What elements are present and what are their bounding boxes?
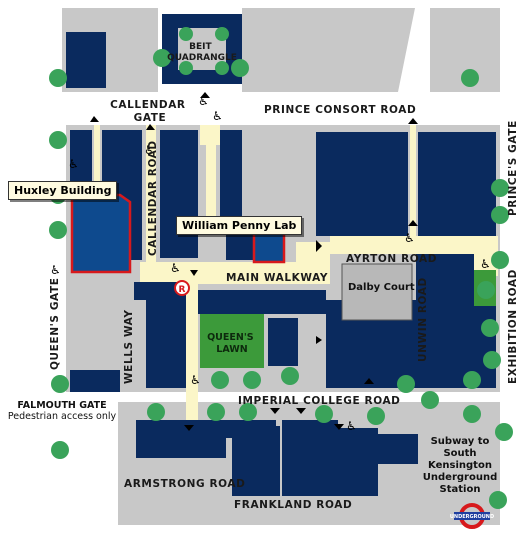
road-frankland: FRANKLAND ROAD (234, 499, 352, 511)
queens-lawn-label: QUEEN'S LAWN (207, 332, 257, 355)
falmouth-gate-title: FALMOUTH GATE (17, 400, 107, 411)
underground-logo-text: UNDERGROUND (450, 514, 494, 520)
falmouth-gate-access: Pedestrian access only (7, 411, 117, 422)
svg-text:♿: ♿ (144, 143, 155, 157)
svg-text:♿: ♿ (50, 263, 61, 277)
building (66, 32, 106, 88)
road-queens-gate: QUEEN'S GATE (49, 278, 61, 370)
campus-buildings (70, 130, 496, 392)
subway-note: Subway to South Kensington Underground S… (422, 436, 498, 495)
road-exhibition: EXHIBITION ROAD (507, 269, 519, 384)
svg-text:♿: ♿ (68, 157, 79, 171)
svg-text:♿: ♿ (346, 419, 357, 433)
huxley-building-callout[interactable]: Huxley Building (8, 181, 118, 200)
road-armstrong: ARMSTRONG ROAD (124, 478, 245, 490)
callendar-gate-label: CALLENDAR GATE (110, 99, 190, 124)
tree-icons (49, 27, 513, 509)
beit-quadrangle-label: BEIT QUADRANGLE (167, 42, 237, 63)
queens-lawn (200, 314, 264, 368)
road-prince-consort: PRINCE CONSORT ROAD (264, 104, 416, 116)
svg-text:♿: ♿ (480, 257, 491, 271)
william-penny-lab-callout[interactable]: William Penny Lab (176, 216, 303, 235)
entrance-arrow-icon (90, 92, 418, 431)
svg-text:♿: ♿ (198, 94, 209, 108)
underground-logo-icon: UNDERGROUND (450, 503, 494, 529)
dalby-court-label: Dalby Court (348, 282, 415, 293)
svg-text:♿: ♿ (212, 109, 223, 123)
south-buildings (136, 420, 418, 496)
dalby-court (341, 263, 413, 321)
reception-label: R (179, 285, 186, 295)
road-main-walkway: MAIN WALKWAY (226, 272, 328, 284)
road-unwin: UNWIN ROAD (417, 277, 429, 362)
road-imperial-college: IMPERIAL COLLEGE ROAD (238, 395, 401, 407)
svg-text:♿: ♿ (404, 231, 415, 245)
road-callendar: CALLENDAR ROAD (147, 140, 159, 256)
road-ayrton: AYRTON ROAD (346, 253, 437, 265)
huxley-building[interactable] (70, 193, 132, 274)
reception-icon[interactable]: R (174, 280, 190, 296)
road-wells-way: WELLS WAY (123, 309, 135, 384)
falmouth-gate-note: FALMOUTH GATE Pedestrian access only (6, 400, 118, 422)
svg-text:♿: ♿ (190, 373, 201, 387)
wheelchair-access-icon: ♿♿ ♿♿ ♿♿ ♿♿ ♿♿ (50, 94, 491, 433)
main-walkway-path (94, 125, 498, 422)
road-princes-gate: PRINCE'S GATE (507, 120, 519, 216)
svg-text:♿: ♿ (170, 261, 181, 275)
